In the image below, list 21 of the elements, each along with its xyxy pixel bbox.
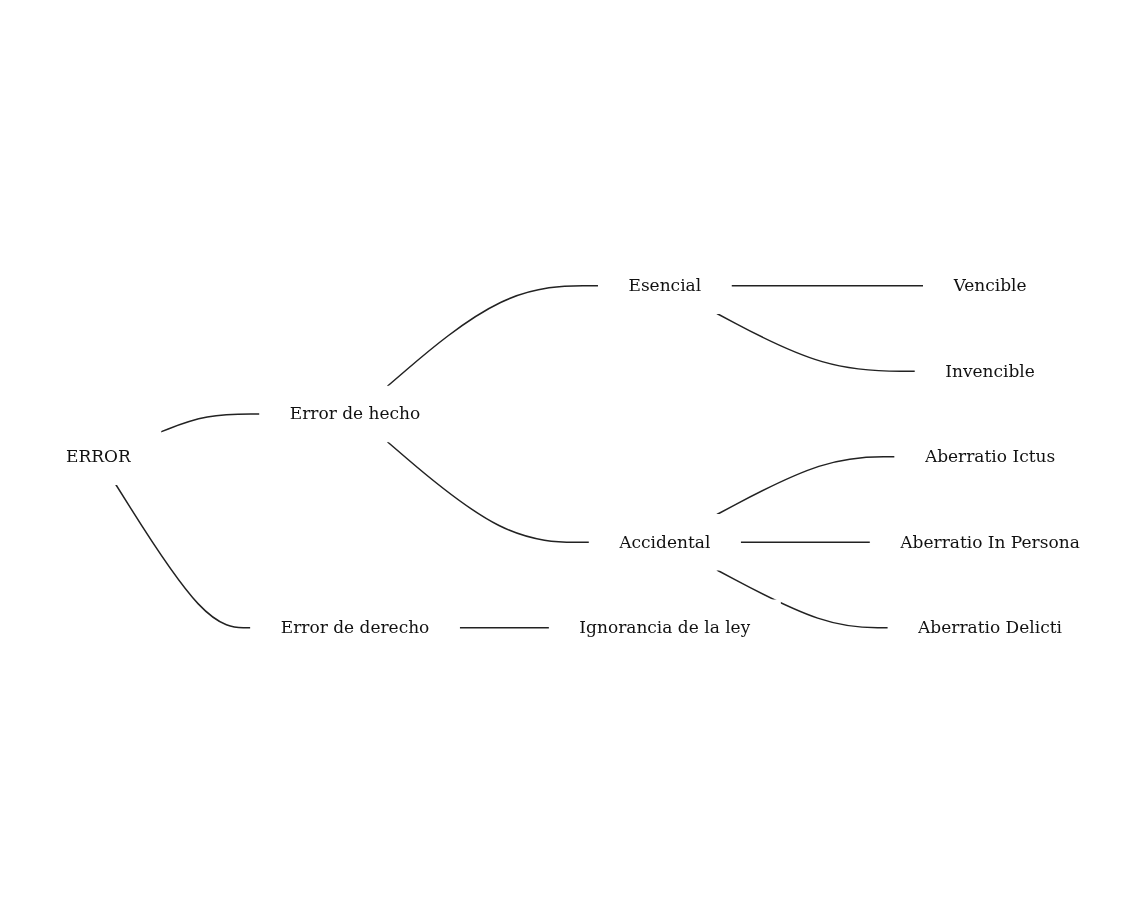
connector [115,484,252,629]
node-text: ERROR [66,446,131,467]
connector [739,541,872,544]
node-text: Aberratio Ictus [925,446,1056,467]
connector [716,456,896,516]
connector [730,285,925,287]
node-text: Esencial [628,275,702,296]
connector [458,627,551,629]
connector [386,441,591,544]
node-text: Invencible [945,360,1035,381]
node-text: Aberratio Delicti [918,617,1063,638]
node-text: Error de derecho [280,617,430,638]
connector [716,569,889,629]
connector [716,313,917,373]
connector [160,413,261,433]
node-text: Accidental [619,531,711,552]
node-text: Aberratio In Persona [900,531,1080,552]
node-text: Ignorancia de la ley [579,617,751,638]
node-text: Vencible [953,275,1027,296]
connector [386,285,600,388]
node-text: Error de hecho [289,403,421,424]
